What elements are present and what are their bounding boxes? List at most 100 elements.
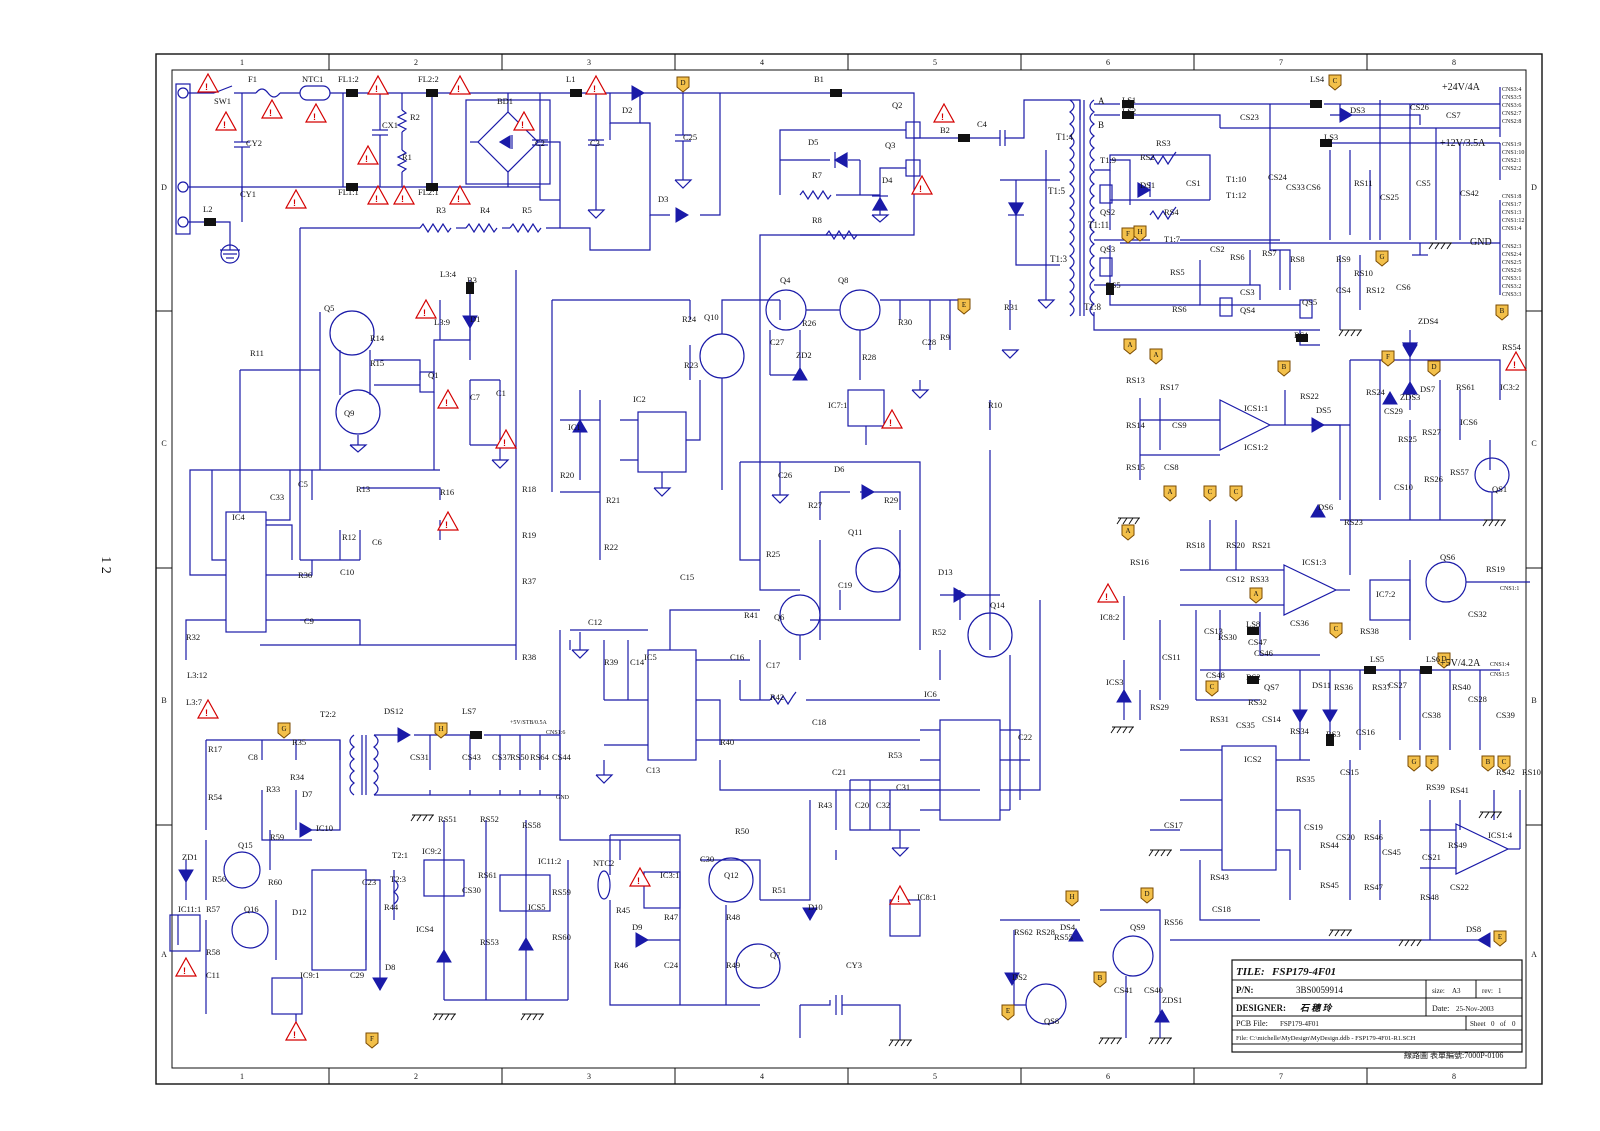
signal-tag: D <box>676 76 690 93</box>
component-label: RS39 <box>1426 782 1445 792</box>
component-label: C9 <box>304 616 314 626</box>
signal-tag: C <box>1205 680 1219 697</box>
connector-pin: CNS3:3 <box>1502 292 1521 298</box>
connector-pin: CNS2:4 <box>1502 252 1521 258</box>
ics3-icon <box>1116 689 1132 703</box>
ground-symbols <box>410 242 1506 1047</box>
component-label: RS51 <box>438 814 457 824</box>
ds8-icon <box>1477 932 1491 948</box>
component-label: CS2 <box>1210 244 1225 254</box>
row-label: B <box>1531 696 1536 705</box>
component-label: R40 <box>720 737 734 747</box>
ic1-icon <box>572 419 588 433</box>
component-label: LS8 <box>1246 619 1260 629</box>
ds12-icon <box>397 727 411 743</box>
component-label: R58 <box>206 947 220 957</box>
component-label: R57 <box>206 904 220 914</box>
signal-tag-label: A <box>1125 527 1130 535</box>
signal-tag-label: H <box>438 725 443 733</box>
component-label: F1 <box>248 74 257 84</box>
col-label: 1 <box>240 58 244 67</box>
signal-tag-label: C <box>1210 683 1215 691</box>
output-gnd-small: GND <box>556 795 570 801</box>
warning-icon: ! <box>910 174 934 195</box>
component-label: R28 <box>862 352 876 362</box>
connector-pin: CNS2:8 <box>1502 119 1521 125</box>
component-label: ZD1 <box>182 852 198 862</box>
transistors-right <box>1000 909 1161 1038</box>
component-label: R33 <box>266 784 280 794</box>
component-label: FL2:2 <box>418 74 439 84</box>
component-label: R24 <box>682 314 697 324</box>
component-label: Q10 <box>704 312 719 322</box>
component-label: D7 <box>302 789 312 799</box>
component-label: R31 <box>1004 302 1018 312</box>
component-label: RS58 <box>522 820 541 830</box>
component-label: ZDS1 <box>1162 995 1182 1005</box>
component-label: IC11:1 <box>178 904 201 914</box>
component-label: R14 <box>370 333 385 343</box>
col-label: 4 <box>760 1072 764 1081</box>
signal-tag: B <box>1481 755 1495 772</box>
component-label: RS17 <box>1160 382 1179 392</box>
component-label: QS1 <box>1492 484 1507 494</box>
col-label: 6 <box>1106 58 1110 67</box>
signal-tag-label: G <box>1379 253 1384 261</box>
connector-pin: CNS1:4 <box>1502 226 1521 232</box>
component-label: D3 <box>658 194 668 204</box>
signal-tag: A <box>1149 348 1163 365</box>
component-label: R34 <box>290 772 305 782</box>
component-label: C11 <box>206 970 220 980</box>
signal-tag: C <box>1497 755 1511 772</box>
wiring <box>169 83 1530 1040</box>
svg-text:!: ! <box>897 894 900 904</box>
component-label: CS6 <box>1396 282 1411 292</box>
component-label: LS3 <box>1324 132 1338 142</box>
component-label: C18 <box>812 717 826 727</box>
svg-text:!: ! <box>375 84 378 94</box>
signal-tag-label: A <box>1253 590 1258 598</box>
row-label: D <box>1531 183 1537 192</box>
component-label: RS47 <box>1364 882 1383 892</box>
signal-tag: F <box>1381 350 1395 367</box>
signal-tag-label: F <box>1126 230 1130 238</box>
signal-tag-label: B <box>1500 307 1505 315</box>
component-label: C23 <box>362 877 376 887</box>
component-label: Q12 <box>724 870 739 880</box>
component-label: IC7:2 <box>1376 589 1395 599</box>
component-label: IC1 <box>568 422 581 432</box>
component-label: CS8 <box>1164 462 1179 472</box>
svg-text:!: ! <box>941 112 944 122</box>
component-label: R41 <box>744 610 758 620</box>
signal-tag: F <box>365 1032 379 1049</box>
component-label: R42 <box>770 692 784 702</box>
svg-text:!: ! <box>457 194 460 204</box>
component-label: CS37 <box>492 752 511 762</box>
component-label: R50 <box>735 826 749 836</box>
component-label: CS38 <box>1422 710 1441 720</box>
component-label: Q8 <box>838 275 848 285</box>
component-label: LS7 <box>462 706 476 716</box>
component-label: RS41 <box>1450 785 1469 795</box>
signal-tag: F <box>1425 755 1439 772</box>
component-label: CS1 <box>1186 178 1201 188</box>
component-label: B3 <box>467 275 477 285</box>
component-label: CS12 <box>1226 574 1245 584</box>
component-label: CS14 <box>1262 714 1282 724</box>
component-label: R29 <box>884 495 898 505</box>
grid-ticks <box>156 54 1542 1084</box>
component-label: R56 <box>212 874 226 884</box>
svg-text:!: ! <box>269 108 272 118</box>
component-label: LS1 <box>1122 95 1136 105</box>
warning-icon: ! <box>356 144 380 165</box>
warning-icon: ! <box>448 74 472 95</box>
sheet-label: Sheet <box>1470 1020 1486 1028</box>
d3-icon <box>675 207 689 223</box>
ds6-icon <box>1310 504 1326 518</box>
component-label: CS42 <box>1460 188 1479 198</box>
component-label: ICS5 <box>528 902 545 912</box>
warning-icon: ! <box>304 102 328 123</box>
component-label: CY2 <box>246 138 262 148</box>
warning-icon: ! <box>448 184 472 205</box>
component-label: CS47 <box>1248 637 1267 647</box>
